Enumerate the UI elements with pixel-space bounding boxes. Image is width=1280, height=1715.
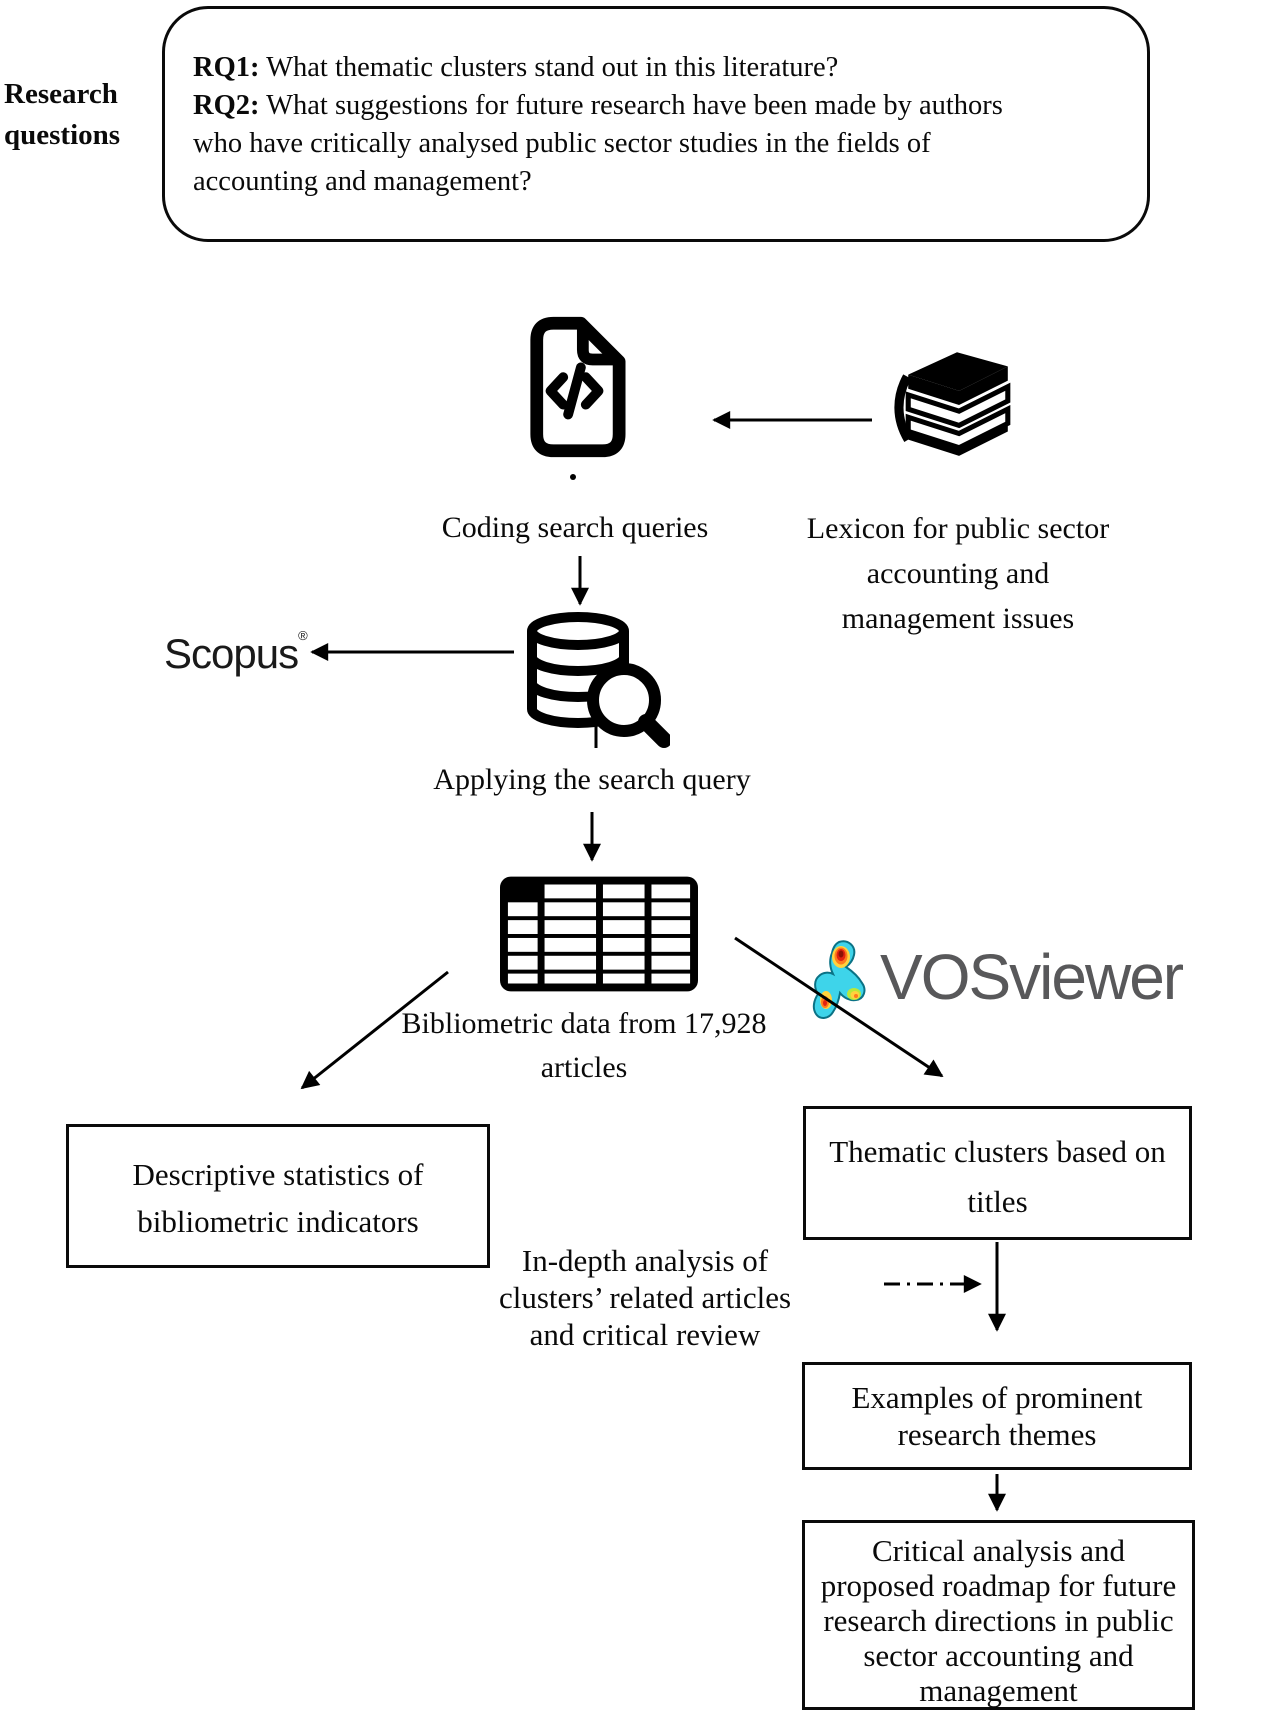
spreadsheet-icon xyxy=(500,876,698,992)
indepth-line1: In-depth analysis of xyxy=(521,1243,769,1278)
code-file-icon xyxy=(524,316,626,458)
rq2-line3: accounting and management? xyxy=(193,166,532,197)
critical-line5: management xyxy=(919,1673,1078,1708)
rq2-line2: who have critically analysed public sect… xyxy=(193,128,931,159)
descriptive-line2: bibliometric indicators xyxy=(137,1204,419,1239)
scopus-logo: Scopus® xyxy=(164,628,308,678)
bibliometric-line2: articles xyxy=(540,1051,628,1084)
lexicon-line1: Lexicon for public sector xyxy=(806,512,1110,545)
thematic-line2: titles xyxy=(967,1184,1028,1219)
examples-line1: Examples of prominent xyxy=(851,1380,1143,1415)
rq2-line1: RQ2: What suggestions for future researc… xyxy=(193,87,1127,125)
critical-line2: proposed roadmap for future xyxy=(820,1568,1177,1603)
examples-line2: research themes xyxy=(897,1417,1097,1452)
code-icon-dot xyxy=(570,474,576,480)
thematic-clusters-box: Thematic clusters based on titles xyxy=(803,1106,1192,1240)
rq2-text-line1: What suggestions for future research hav… xyxy=(259,90,1003,121)
indepth-line3: and critical review xyxy=(529,1317,761,1352)
research-questions-box: RQ1: What thematic clusters stand out in… xyxy=(162,6,1150,242)
critical-line1: Critical analysis and xyxy=(871,1533,1126,1568)
rq1-line: RQ1: What thematic clusters stand out in… xyxy=(193,49,1127,87)
critical-line4: sector accounting and xyxy=(863,1638,1134,1673)
bibliometric-line1: Bibliometric data from 17,928 xyxy=(401,1007,767,1040)
registered-mark-icon: ® xyxy=(298,628,308,643)
descriptive-statistics-box: Descriptive statistics of bibliometric i… xyxy=(66,1124,490,1268)
books-icon xyxy=(894,344,1020,460)
applying-search-query-label: Applying the search query xyxy=(433,763,751,796)
descriptive-line1: Descriptive statistics of xyxy=(132,1157,424,1192)
lexicon-line2: accounting and xyxy=(866,557,1050,590)
indepth-line2: clusters’ related articles xyxy=(498,1280,792,1315)
critical-analysis-box: Critical analysis and proposed roadmap f… xyxy=(802,1520,1195,1710)
indepth-analysis-label: In-depth analysis of clusters’ related a… xyxy=(440,1242,850,1353)
scopus-label: Scopus xyxy=(164,630,299,677)
database-search-icon xyxy=(518,610,670,748)
research-questions-label: Research questions xyxy=(4,74,162,156)
coding-search-queries-label: Coding search queries xyxy=(441,511,709,544)
research-questions-label-line1: Research xyxy=(4,78,118,110)
rq1-label: RQ1: xyxy=(193,52,260,83)
critical-line3: research directions in public xyxy=(823,1603,1174,1638)
vosviewer-logo: VOSviewer xyxy=(880,941,1184,1013)
research-questions-label-line2: questions xyxy=(4,119,121,151)
examples-box: Examples of prominent research themes xyxy=(802,1362,1192,1470)
research-questions-text: RQ1: What thematic clusters stand out in… xyxy=(165,9,1147,201)
heatmap-cluster-icon xyxy=(806,938,878,1024)
rq1-text: What thematic clusters stand out in this… xyxy=(259,52,839,83)
rq2-label: RQ2: xyxy=(193,90,260,121)
bibliometric-data-label: Bibliometric data from 17,928 articles xyxy=(368,1002,800,1090)
thematic-line1: Thematic clusters based on xyxy=(829,1134,1166,1169)
lexicon-label: Lexicon for public sector accounting and… xyxy=(772,506,1144,641)
lexicon-line3: management issues xyxy=(841,602,1075,635)
